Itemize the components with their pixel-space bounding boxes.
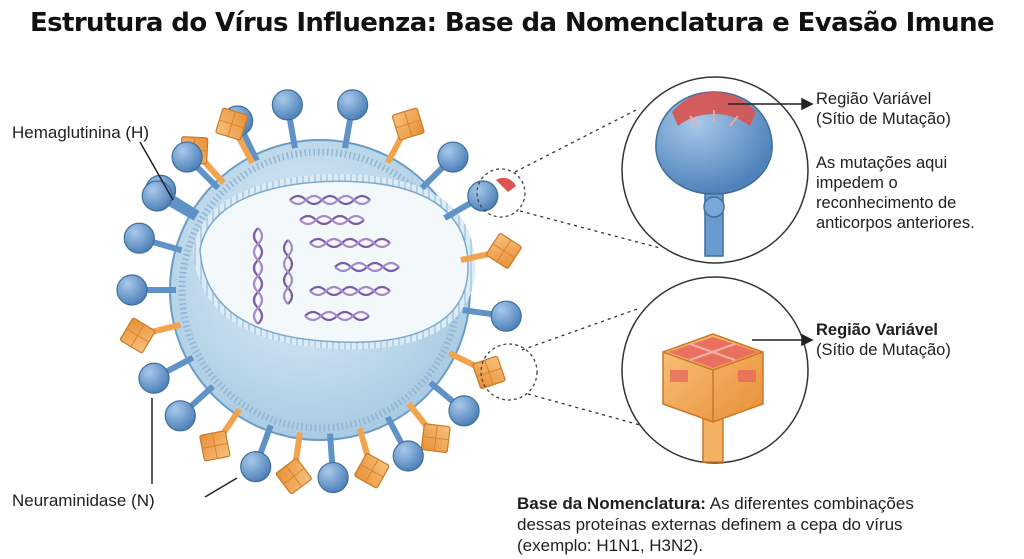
hemagglutinin-spike-icon	[337, 89, 369, 149]
hemagglutinin-spike-icon	[116, 274, 176, 306]
top-region-label: Região Variável (Sítio de Mutação)	[816, 89, 951, 129]
rna-segment-icon	[252, 227, 264, 325]
nomenclature-footer: Base da Nomenclatura: As diferentes comb…	[517, 493, 1017, 556]
hemagglutinin-spike-icon	[171, 141, 221, 191]
mutation-note-line: anticorpos anteriores.	[816, 214, 975, 232]
footer-text: (exemplo: H1N1, H3N2).	[517, 536, 704, 555]
neuraminidase-spike-icon	[406, 401, 451, 454]
mutation-note-line: impedem o	[816, 174, 898, 192]
mutation-site-icon	[496, 177, 516, 192]
hemagglutinin-spike-icon	[384, 415, 424, 472]
hemagglutinin-spike-icon	[428, 380, 480, 427]
bottom-region-title: Região Variável	[816, 321, 938, 339]
magnifier-hemagglutinin	[621, 76, 809, 264]
rna-segment-icon	[282, 239, 294, 305]
neuraminidase-spike-icon	[119, 317, 182, 354]
bottom-region-label: Região Variável (Sítio de Mutação)	[816, 320, 951, 360]
neuraminidase-label: Neuraminidase (N)	[12, 491, 155, 510]
neuraminidase-spike-icon	[384, 107, 425, 165]
mutation-note-line: As mutações aqui	[816, 154, 948, 172]
label-arrows	[728, 97, 814, 347]
rna-segment-icon	[289, 194, 371, 206]
zoom-target-neuraminidase	[480, 343, 538, 401]
rna-segment-icon	[309, 237, 391, 249]
hemagglutinin-label: Hemaglutinina (H)	[12, 123, 149, 142]
neuraminidase-spike-icon	[448, 350, 506, 389]
neuraminidase-spike-icon	[354, 427, 390, 489]
diagram-title: Estrutura do Vírus Influenza: Base da No…	[29, 8, 995, 38]
rna-segment-icon	[304, 310, 370, 322]
hemagglutinin-spike-icon	[419, 141, 469, 191]
rna-segment-icon	[309, 285, 391, 297]
hemagglutinin-spike-icon	[462, 300, 522, 332]
neuraminidase-spike-icon	[275, 432, 312, 495]
hemagglutinin-spike-icon	[138, 354, 195, 394]
neuraminidase-spike-icon	[460, 233, 522, 269]
neuraminidase-spike-icon	[215, 107, 256, 165]
hemagglutinin-spike-icon	[317, 433, 349, 494]
surface-spikes	[116, 89, 522, 495]
hemagglutinin-spike-icon	[240, 424, 274, 483]
neuraminidase-spike-icon	[199, 407, 242, 462]
zoom-target-hemagglutinin	[476, 168, 526, 218]
footer-bold: Base da Nomenclatura:	[517, 494, 706, 513]
bottom-region-subtitle: (Sítio de Mutação)	[816, 341, 951, 359]
footer-text: As diferentes combinações	[705, 494, 914, 513]
top-region-title: Região Variável	[816, 90, 932, 108]
hemagglutinin-spike-icon	[271, 89, 303, 149]
rna-segment-icon	[334, 261, 400, 273]
rna-segment-icon	[299, 214, 365, 226]
virus-body	[169, 139, 476, 441]
footer-text: dessas proteínas externas definem a cepa…	[517, 515, 903, 534]
hemagglutinin-spike-icon	[164, 384, 215, 432]
zoom-connectors	[514, 107, 661, 431]
mutation-note-line: reconhecimento de	[816, 194, 957, 212]
hemagglutinin-spike-icon	[443, 180, 499, 221]
magnifier-neuraminidase	[621, 276, 809, 464]
hemagglutinin-spike-icon	[141, 180, 197, 221]
top-region-subtitle: (Sítio de Mutação)	[816, 110, 951, 128]
label-leaders	[139, 141, 238, 498]
mutation-note: As mutações aqui impedem o reconheciment…	[816, 153, 1016, 233]
rna-segments	[252, 194, 400, 325]
hemagglutinin-spike-icon	[123, 222, 183, 254]
